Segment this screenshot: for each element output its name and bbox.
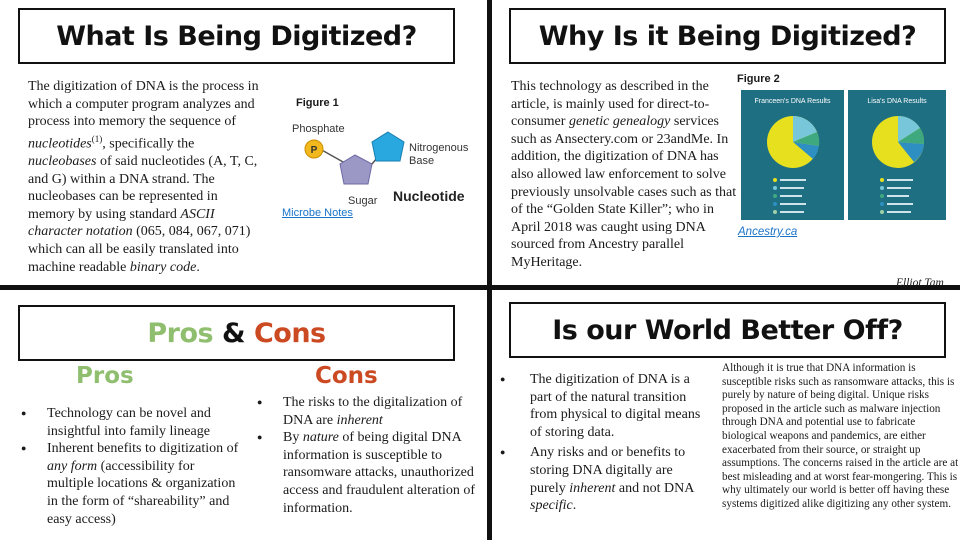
q4-item: ●The digitization of DNA is a part of th…: [500, 372, 701, 440]
cons-list: ●The risks to the digitalization of DNA …: [257, 394, 477, 517]
author-name: Elliot Tam: [896, 277, 944, 289]
ancestry-link[interactable]: Ancestry.ca: [738, 226, 798, 238]
cons-item: ●By nature of being digital DNA informat…: [257, 430, 476, 516]
microbe-notes-link[interactable]: Microbe Notes: [282, 207, 353, 219]
figure-1-label: Figure 1: [296, 97, 339, 109]
q1-body: The digitization of DNA is the process i…: [28, 79, 259, 275]
vertical-divider: [487, 0, 492, 540]
phosphate-label: Phosphate: [292, 123, 345, 135]
q2-body: This technology as described in the arti…: [511, 79, 737, 270]
cons-heading: Cons: [315, 363, 378, 389]
horizontal-divider: [0, 285, 960, 290]
franceen-pie-chart: [767, 116, 820, 168]
q2-title: Why Is it Being Digitized?: [509, 8, 946, 64]
q4-item: ● Any risks and or benefits to storing D…: [500, 445, 694, 514]
nucleotide-figure: Phosphate P Nitrogenous Base Sugar Nucle…: [292, 123, 469, 207]
cons-item: ●The risks to the digitalization of DNA …: [257, 395, 463, 428]
pros-list: ●Technology can be novel and insightful …: [21, 405, 242, 528]
q4-side-text: Although it is true that DNA information…: [722, 362, 959, 510]
pros-item: ●Inherent benefits to digitization of an…: [21, 441, 239, 527]
franceen-legend: [773, 178, 806, 214]
nitrogenous-label: Nitrogenous: [409, 142, 469, 154]
q4-list: ●The digitization of DNA is a part of th…: [500, 371, 706, 515]
lisa-dna-panel: Lisa's DNA Results: [848, 90, 946, 220]
lisa-pie-chart: [872, 115, 925, 168]
phosphate-p: P: [311, 145, 318, 156]
lisa-panel-title: Lisa's DNA Results: [867, 98, 927, 105]
franceen-panel-title: Franceen's DNA Results: [754, 98, 831, 105]
lisa-legend: [880, 178, 913, 214]
base-pentagon: [371, 131, 405, 162]
sugar-pentagon: [339, 154, 373, 185]
q4-title: Is our World Better Off?: [509, 302, 946, 358]
nucleotide-label: Nucleotide: [393, 188, 465, 204]
phosphate-circle: [304, 139, 324, 159]
pros-item: ●Technology can be novel and insightful …: [21, 406, 211, 439]
franceen-dna-panel: Franceen's DNA Results: [741, 90, 844, 220]
q3-title: Pros & Cons: [18, 305, 455, 361]
sugar-label: Sugar: [348, 195, 378, 207]
pros-heading: Pros: [76, 363, 134, 389]
q1-title: What Is Being Digitized?: [18, 8, 455, 64]
base-label: Base: [409, 155, 434, 167]
figure-2-label: Figure 2: [737, 73, 780, 85]
